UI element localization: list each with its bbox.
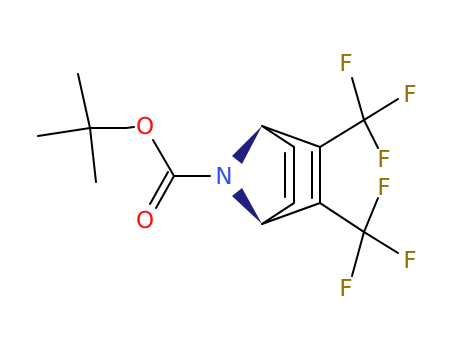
bond-c2-cf3 — [319, 119, 365, 148]
bond-carbonyl-double-2 — [149, 171, 169, 205]
bond-tbu-o-oxygen — [125, 126, 135, 129]
bond-c1-c4-top — [261, 125, 295, 148]
atom-n-bridge: N — [215, 164, 232, 190]
bond-c3-cf3 — [319, 202, 365, 233]
bond-tbu-methyl-left — [37, 127, 91, 137]
bond-cf3-bot-f1 — [363, 197, 379, 233]
atom-o-ester: O — [136, 114, 154, 140]
atom-f-bot-2: F — [403, 248, 416, 274]
bond-tbu-methyl-top — [77, 73, 91, 129]
wedge-n-c1 — [232, 126, 262, 164]
bond-tbu-methyl-bottom — [89, 127, 97, 183]
atom-o-carbonyl: O — [136, 208, 154, 234]
atom-f-top-3: F — [377, 147, 390, 173]
bond-c4-lower — [261, 202, 295, 225]
atom-f-bot-1: F — [377, 175, 390, 201]
bond-cf3-bot-f3 — [351, 231, 365, 277]
wedge-n-c4 — [232, 188, 262, 224]
bond-o-ester-carbonyl — [152, 139, 175, 177]
bond-carbonyl-double-1 — [155, 175, 175, 209]
bond-c3-c4 — [261, 202, 321, 225]
bond-cf3-top-f3 — [363, 119, 379, 149]
atom-f-top-1: F — [339, 51, 352, 77]
bond-cf3-top-f1 — [351, 77, 365, 121]
atom-f-top-2: F — [403, 82, 416, 108]
bond-c1-c2 — [261, 125, 321, 148]
atom-f-bot-3: F — [339, 276, 352, 302]
bond-cf3-top-f2 — [363, 98, 399, 121]
bond-cf3-bot-f2 — [363, 231, 399, 254]
